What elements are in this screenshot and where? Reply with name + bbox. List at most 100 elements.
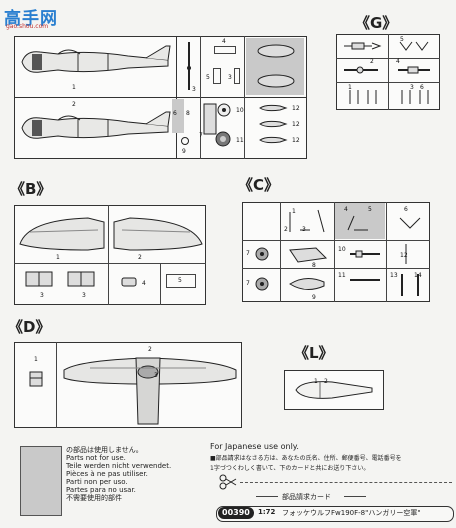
upper-wing-1 xyxy=(19,217,105,251)
part-number: 6 xyxy=(404,206,408,213)
sprue-d-vdiv xyxy=(56,342,57,428)
not-for-use-text: の部品は使用しません。 Parts not for use. Teile wer… xyxy=(66,446,196,502)
card-title: 部品請求カード xyxy=(282,493,331,501)
part-c6-bracket xyxy=(399,217,421,229)
sprue-d-frame xyxy=(14,342,242,428)
part-number: 1 xyxy=(34,356,38,363)
sprue-b-frame xyxy=(14,205,206,305)
g-part-clip xyxy=(399,41,429,51)
logo-url: gao.shou.com xyxy=(6,23,49,30)
part-number: 1 xyxy=(314,378,318,385)
fuselage-part-1 xyxy=(21,45,171,73)
not-for-use-line: Parti non per uso. xyxy=(66,478,128,486)
part-11-wheel xyxy=(215,131,231,147)
sprue-a-col-divider-2 xyxy=(200,36,201,97)
part-number: 12 xyxy=(400,252,408,259)
part-number: 3 xyxy=(192,86,196,93)
part-number: 8 xyxy=(186,110,190,117)
part-number: 2 xyxy=(138,254,142,261)
part-number: 2 xyxy=(148,346,152,353)
part-d1-small xyxy=(29,371,43,387)
sprue-c-hdiv-1 xyxy=(242,240,430,241)
logo-text: 高手网 xyxy=(4,9,58,29)
section-label-c: 《C》 xyxy=(238,176,280,194)
not-for-use-line: Pièces à ne pas utiliser. xyxy=(66,470,148,478)
part-number: 12 xyxy=(292,121,300,128)
cowl-half-1 xyxy=(257,44,295,58)
not-for-use-line: Parts not for use. xyxy=(66,454,126,462)
part-number: 3 xyxy=(154,372,158,379)
scissors-icon xyxy=(219,474,237,490)
sprue-a-col-divider-5 xyxy=(244,97,245,159)
card-scale: 1:72 xyxy=(258,508,276,516)
part-number: 3 xyxy=(228,74,232,81)
part-4 xyxy=(214,46,236,54)
part-number: 1 xyxy=(56,254,60,261)
sprue-c-vdiv-1 xyxy=(280,202,281,302)
part-b3-gear-door-b xyxy=(67,271,95,287)
part-number: 10 xyxy=(338,246,346,253)
fuselage-part-2 xyxy=(21,111,171,139)
part-number: 1 xyxy=(292,208,296,215)
part-number: 7 xyxy=(199,132,203,139)
part-b5 xyxy=(166,274,196,288)
part-12-bomb-c xyxy=(259,136,288,144)
part-9-ring xyxy=(181,137,189,145)
part-number: 2 xyxy=(284,226,288,233)
cut-line xyxy=(240,482,452,483)
sprue-c-hdiv-2 xyxy=(242,268,430,269)
part-number: 13 xyxy=(390,272,398,279)
part-c7-wheel-a xyxy=(255,247,269,261)
part-number: 11 xyxy=(236,137,244,144)
part-b3-gear-door-a xyxy=(25,271,53,287)
part-number: 3 xyxy=(302,226,306,233)
part-6-gray xyxy=(172,99,184,133)
cowl-half-2 xyxy=(257,74,295,88)
sprue-a-col-divider-4 xyxy=(200,97,201,159)
g-part-legs-a xyxy=(349,90,377,104)
sprue-c-vdiv-3 xyxy=(386,202,387,302)
part-c9-cone xyxy=(289,278,325,290)
section-label-d: 《D》 xyxy=(8,318,51,336)
part-number: 9 xyxy=(182,148,186,155)
part-12-bomb-a xyxy=(259,104,288,112)
japanese-notice-heading: For Japanese use only. xyxy=(210,442,299,451)
part-number: 5 xyxy=(178,277,182,284)
not-for-use-swatch xyxy=(20,446,62,516)
card-product-bar xyxy=(216,506,454,522)
part-number: 12 xyxy=(292,137,300,144)
not-for-use-line: Teile werden nicht verwendet. xyxy=(66,462,172,470)
part-c7-wheel-b xyxy=(255,277,269,291)
part-number: 3 xyxy=(410,84,414,91)
part-l-canopy xyxy=(295,381,373,399)
sprue-a-col-divider-3 xyxy=(244,36,245,97)
sprue-b-vdiv-1 xyxy=(108,205,109,305)
sprue-c-vdiv-2 xyxy=(334,202,335,302)
japanese-notice-line2: 1字づつくわしく書いて、下のカードと共にお送り下さい。 xyxy=(210,465,370,472)
part-number: 6 xyxy=(420,84,424,91)
part-number: 4 xyxy=(344,206,348,213)
part-c13-14-struts xyxy=(401,274,419,296)
section-label-g: 《G》 xyxy=(355,14,398,32)
part-number: 8 xyxy=(312,262,316,269)
part-b4-block xyxy=(121,277,137,287)
not-for-use-line: の部品は使用しません。 xyxy=(66,446,143,454)
japanese-notice-line1: ■部品請求はなさる方は、あなたの氏名、住所、郵便番号、電話番号を xyxy=(210,455,402,462)
part-number: 3 xyxy=(40,292,44,299)
not-for-use-line: Partes para no usar. xyxy=(66,486,136,494)
part-number: 12 xyxy=(292,105,300,112)
part-number: 6 xyxy=(173,110,177,117)
part-c1-2-3 xyxy=(289,209,325,233)
g-part-legs-b xyxy=(401,90,429,104)
lower-wing-part-3 xyxy=(63,357,237,425)
part-10-gear xyxy=(217,103,231,117)
g-part-pylon-b xyxy=(398,66,430,74)
not-for-use-line: 不需要使用的部件 xyxy=(66,494,122,502)
part-7-instrument xyxy=(203,103,217,135)
part-number: 4 xyxy=(396,58,400,65)
section-label-b: 《B》 xyxy=(10,180,52,198)
part-12-bomb-b xyxy=(259,120,288,128)
part-c12-pin xyxy=(405,244,407,264)
part-c4-gray xyxy=(335,203,385,239)
part-number: 1 xyxy=(72,84,76,91)
